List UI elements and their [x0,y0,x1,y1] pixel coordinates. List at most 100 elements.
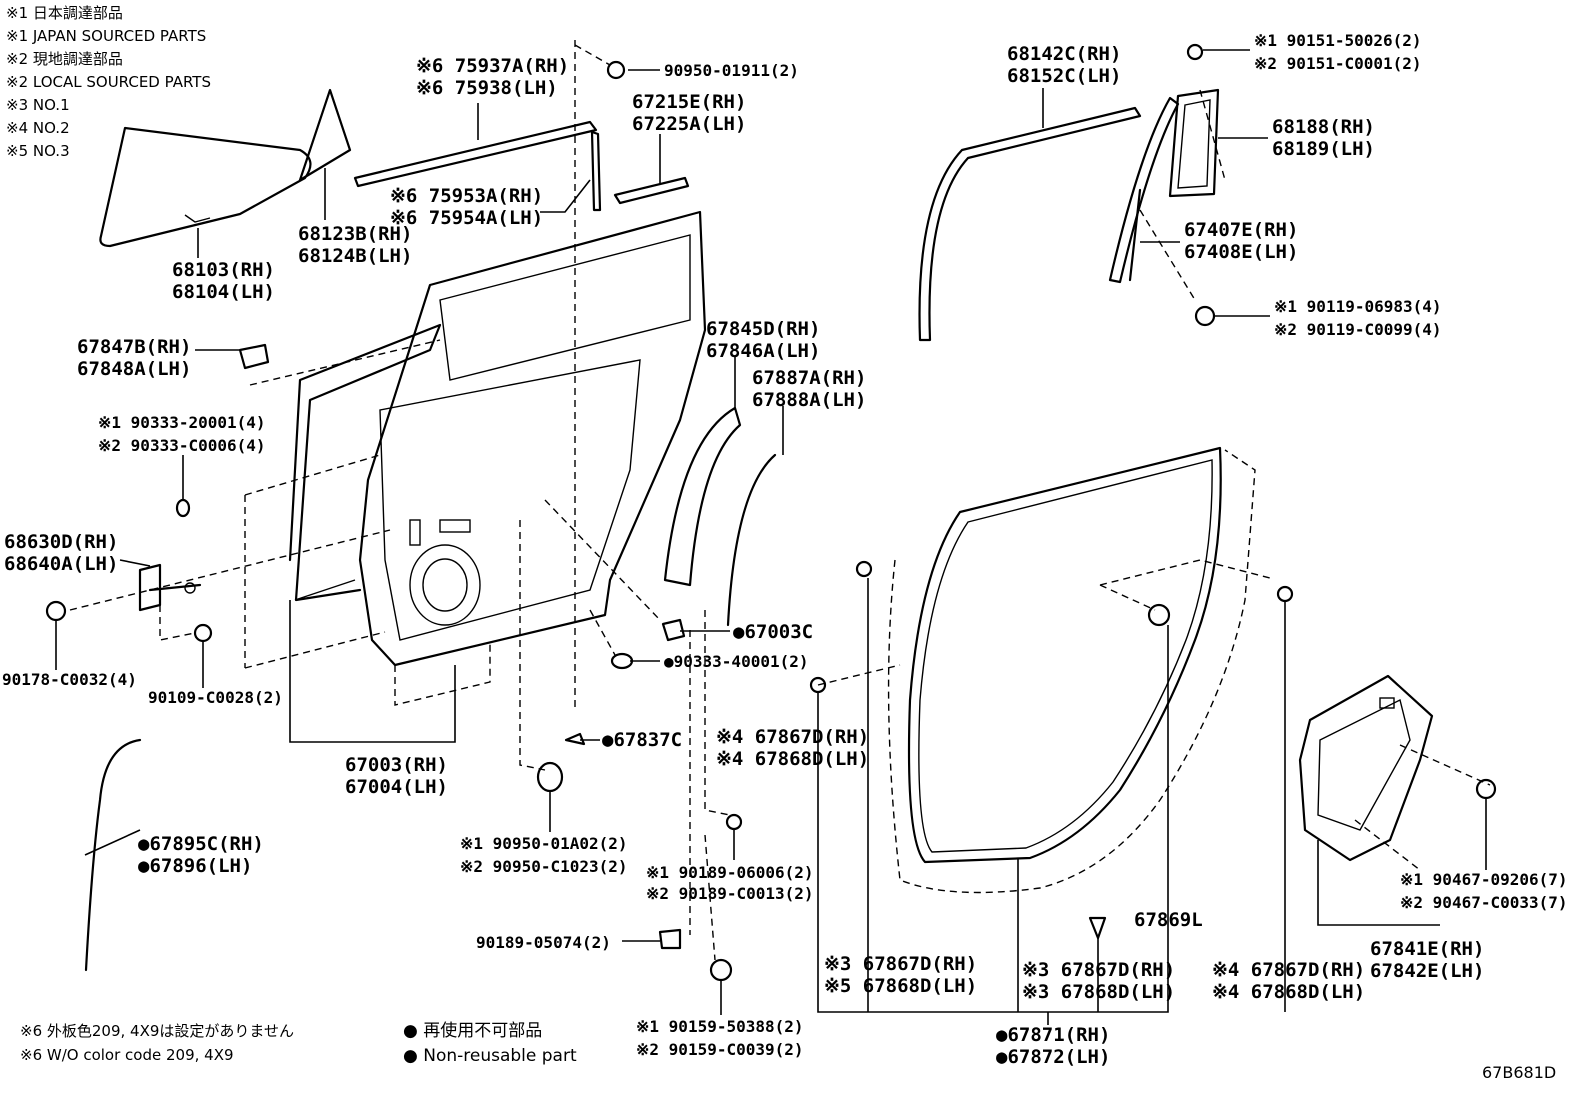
legend-line: ● Non-reusable part [403,1046,577,1066]
part-number: ※4 67867D(RH) [716,726,869,748]
part-number: ●67003C [733,621,813,643]
door-glass-drawing [99,126,312,248]
part-number: 68189(LH) [1272,138,1375,160]
part-number: 67845D(RH) [706,318,820,340]
label-67867b: ※3 67867D(RH) ※5 67868D(LH) [824,953,977,997]
part-number: ※1 90467-09206(7) [1400,870,1568,889]
diagram-code: 67B681D [1482,1063,1556,1082]
part-number: ※6 75937A(RH) [416,55,569,77]
door-check-drawing [138,563,202,612]
label-67895: ●67895C(RH) ●67896(LH) [138,833,264,877]
label-75937: ※6 75937A(RH) ※6 75938(LH) [416,55,569,99]
door-weatherstrip-drawing [887,446,1256,894]
note-line: ※5 NO.3 [6,142,70,160]
label-67871: ●67871(RH) ●67872(LH) [996,1024,1110,1068]
footnote-block: ※6 外板色209, 4X9は設定がありません ※6 W/O color cod… [20,1022,294,1064]
part-number: ※2 90159-C0039(2) [636,1040,804,1059]
note-line: ※1 JAPAN SOURCED PARTS [6,27,206,45]
label-90119: ※1 90119-06983(4) ※2 90119-C0099(4) [1274,297,1442,339]
part-number: 67842E(LH) [1370,960,1484,982]
label-90189b: 90189-05074(2) [476,933,611,952]
part-number: 68124B(LH) [298,245,412,267]
part-number: 68188(RH) [1272,116,1375,138]
fasteners-drawing [45,43,1497,982]
part-number: 67869L [1134,909,1203,931]
part-number: 67847B(RH) [77,336,191,358]
part-number: 67841E(RH) [1370,938,1484,960]
part-number: 68640A(LH) [4,553,118,575]
part-number: 67887A(RH) [752,367,866,389]
part-number: ※2 90333-C0006(4) [98,436,266,455]
part-number: ●67896(LH) [138,855,252,877]
part-number: 67848A(LH) [77,358,191,380]
label-90467: ※1 90467-09206(7) ※2 90467-C0033(7) [1400,870,1568,912]
label-67841: 67841E(RH) 67842E(LH) [1370,938,1484,982]
run-channel-drawing [1108,96,1180,284]
part-number: ※6 75938(LH) [416,77,558,99]
label-67003c: ●67003C [733,621,813,643]
window-regulator-drawing [1298,674,1434,862]
part-number: 68123B(RH) [298,223,412,245]
part-number: ※2 90189-C0013(2) [646,884,814,903]
part-number: ●67895C(RH) [138,833,264,855]
part-number: ※6 75953A(RH) [390,185,543,207]
note-line: ※3 NO.1 [6,96,70,114]
label-75953: ※6 75953A(RH) ※6 75954A(LH) [390,185,543,229]
division-bar-drawing [590,130,602,212]
part-number: ※6 75954A(LH) [390,207,543,229]
part-number: 67215E(RH) [632,91,746,113]
part-number: ●90333-40001(2) [664,652,809,671]
legend-line: ● 再使用不可部品 [403,1020,542,1041]
part-number: 90189-05074(2) [476,933,611,952]
part-number: ※1 90950-01A02(2) [460,834,628,853]
label-67867c: ※3 67867D(RH) ※3 67868D(LH) [1022,959,1175,1003]
part-number: 67003(RH) [345,754,448,776]
label-68142: 68142C(RH) 68152C(LH) [1007,43,1121,87]
label-68103: 68103(RH) 68104(LH) [172,259,275,303]
note-line: ※1 日本調達部品 [6,4,123,22]
part-number: 68103(RH) [172,259,275,281]
note-line: ※4 NO.2 [6,119,70,137]
label-68630: 68630D(RH) 68640A(LH) [4,531,118,575]
dashed-guides [69,40,1491,961]
part-number: ※1 90333-20001(4) [98,413,266,432]
footnote-line: ※6 W/O color code 209, 4X9 [20,1046,234,1064]
label-68123: 68123B(RH) 68124B(LH) [298,223,412,267]
label-67837: ●67837C [602,729,682,751]
part-number: ※3 67868D(LH) [1022,981,1175,1003]
label-90333b: ●90333-40001(2) [664,652,809,671]
part-number: 67407E(RH) [1184,219,1298,241]
part-number: ※2 90151-C0001(2) [1254,54,1422,73]
notes-block: ※1 日本調達部品 ※1 JAPAN SOURCED PARTS ※2 現地調達… [6,4,211,160]
part-number: 67408E(LH) [1184,241,1298,263]
weatherstrip-67845-drawing [663,406,742,587]
part-number: ※4 67868D(LH) [716,748,869,770]
label-67215: 67215E(RH) 67225A(LH) [632,91,746,135]
part-number: ※3 67867D(RH) [824,953,977,975]
quarter-glass-drawing [298,88,352,182]
handle-frame-drawing [613,176,690,205]
part-number: ※1 90159-50388(2) [636,1017,804,1036]
label-90950a: 90950-01911(2) [664,61,799,80]
weatherstrip-67887-drawing [726,453,777,627]
belt-moulding-drawing [353,120,598,188]
part-number: 68630D(RH) [4,531,118,553]
part-number: ●67871(RH) [996,1024,1110,1046]
part-number: ※1 90119-06983(4) [1274,297,1442,316]
part-number: ●67837C [602,729,682,751]
part-number: 90178-C0032(4) [2,670,137,689]
quarter-glass-68188-drawing [1168,88,1220,198]
label-90159: ※1 90159-50388(2) ※2 90159-C0039(2) [636,1017,804,1059]
part-number: 68152C(LH) [1007,65,1121,87]
label-67887: 67887A(RH) 67888A(LH) [752,367,866,411]
label-90189a: ※1 90189-06006(2) ※2 90189-C0013(2) [646,863,814,903]
label-67867d: ※4 67867D(RH) ※4 67868D(LH) [1212,959,1365,1003]
part-number: 67888A(LH) [752,389,866,411]
label-90178: 90178-C0032(4) [2,670,137,689]
note-line: ※2 現地調達部品 [6,50,123,68]
part-number: ※1 90151-50026(2) [1254,31,1422,50]
label-90109: 90109-C0028(2) [148,688,283,707]
note-line: ※2 LOCAL SOURCED PARTS [6,73,211,91]
part-number: ※2 90950-C1023(2) [460,857,628,876]
door-shell-drawing [288,210,707,667]
